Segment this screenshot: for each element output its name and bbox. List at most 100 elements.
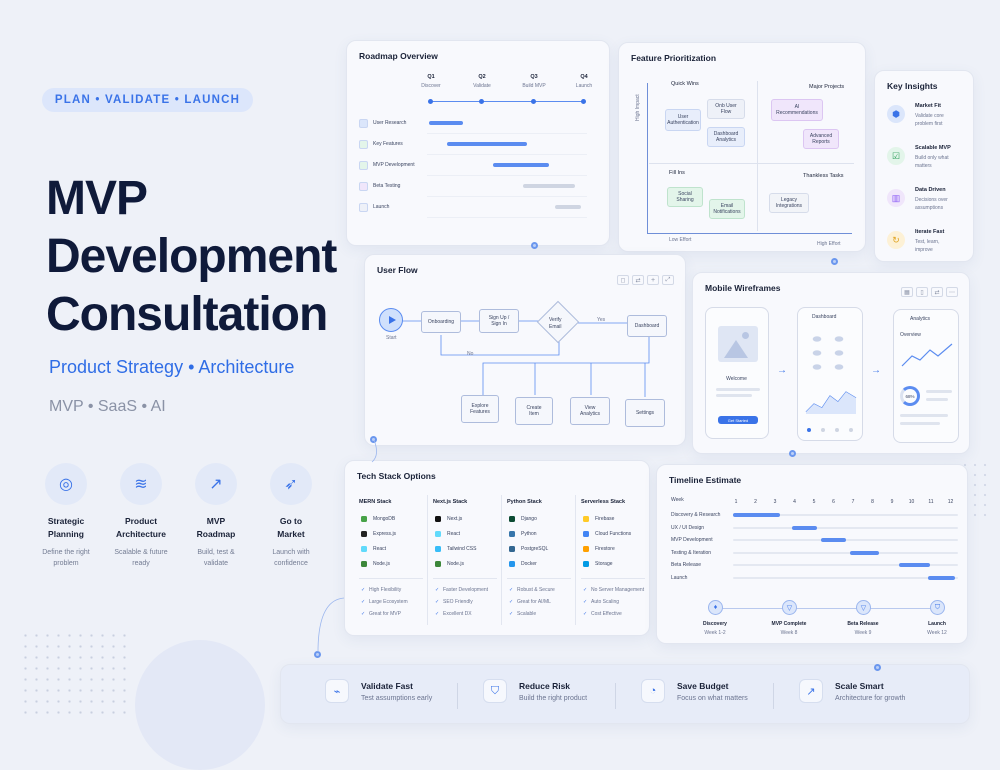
feature-circle[interactable]: ↗ [195,463,237,505]
tech-logo-icon [583,531,589,537]
stack-name: Next.js Stack [433,499,468,505]
layers-icon: ≋ [134,476,148,493]
tech-item[interactable]: Cloud Functions [595,531,632,537]
tech-item[interactable]: React [373,546,387,552]
dot-grid [20,630,130,720]
get-started-button[interactable]: Get Started [718,416,758,424]
tech-logo-icon [361,516,367,522]
feature-circle[interactable]: ≋ [120,463,162,505]
timeline-bar[interactable] [898,563,930,567]
bottom-nav[interactable] [802,426,858,434]
toolbar-more-icon[interactable]: ⋯ [946,287,958,297]
tech-item[interactable]: MongoDB [373,516,396,522]
dashboard-screen-title: Dashboard [812,314,837,320]
tech-item[interactable]: Python [521,531,537,537]
timeline-bar[interactable] [850,550,880,555]
connector-dot [531,242,538,249]
tech-logo-icon [509,561,515,567]
tech-item[interactable]: Express.js [373,531,397,537]
feature-circle[interactable]: ➶ [270,463,312,505]
benefit-title: Reduce Risk [519,681,571,691]
settings-node[interactable]: Settings [625,399,665,427]
roadmap-bar[interactable] [523,184,575,188]
check-icon: ✓ [509,599,514,605]
tech-item[interactable]: React [447,531,461,537]
roadmap-bar[interactable] [447,142,527,146]
check-icon: ✓ [435,611,440,617]
roadmap-bar[interactable] [555,205,581,209]
rocket-icon: ➶ [284,476,298,493]
overview-label: Overview [900,332,921,338]
tech-item[interactable]: Tailwind CSS [447,546,477,552]
arrow-icon: → [871,365,881,376]
tech-item[interactable]: Node.js [447,561,464,567]
week-number: 5 [812,499,816,505]
tech-item[interactable]: PostgreSQL [521,546,549,552]
toolbar-expand-icon[interactable]: ⤢ [662,275,674,285]
placeholder-line [900,422,940,425]
stack-benefit: Excellent DX [443,611,472,617]
check-icon: ✓ [509,611,514,617]
milestone-icon[interactable]: ▽ [856,600,871,615]
checklist-icon: ☑ [887,147,905,165]
toolbar-link-icon[interactable]: ⇄ [632,275,644,285]
toolbar-link-icon[interactable]: ⇄ [931,287,943,297]
roadmap-row-label: Beta Testing [373,183,401,189]
tech-item[interactable]: Node.js [373,561,390,567]
tech-item[interactable]: Storage [595,561,613,567]
week-number: 9 [890,499,894,505]
tech-item[interactable]: Docker [521,561,537,567]
toolbar-add-icon[interactable]: + [647,275,659,285]
timeline-track [733,564,958,566]
analytics-line-chart [901,343,953,367]
roadmap-row-icon [359,182,368,191]
tech-item[interactable]: Firestore [595,546,615,552]
milestone-icon[interactable]: ♦ [708,600,723,615]
milestone-icon[interactable]: ▽ [782,600,797,615]
toolbar-grid-icon[interactable]: ▦ [901,287,913,297]
roadmap-bar[interactable] [493,163,549,167]
check-icon: ✓ [583,587,588,593]
tech-item[interactable]: Firebase [595,516,615,522]
milestone-name: Launch [928,621,946,627]
tech-logo-icon [509,516,515,522]
quarter-label: Q3 [530,74,538,80]
roadmap-bar[interactable] [429,121,463,125]
placeholder-line [926,398,948,401]
feature-circle[interactable]: ◎ [45,463,87,505]
signup-node[interactable]: Sign Up /Sign In [479,309,519,333]
tech-item[interactable]: Next.js [447,516,463,522]
wireframes-toolbar: ▦ ▯ ⇄ ⋯ [901,287,958,297]
column-divider [427,495,428,625]
toolbar-phone-icon[interactable]: ▯ [916,287,928,297]
toolbar-box-icon[interactable]: ◻ [617,275,629,285]
timeline-bar[interactable] [928,575,956,580]
connector-dot [874,664,881,671]
benefit-desc: Build the right product [519,695,588,702]
insight-desc: Test, learn,improve [915,239,940,253]
target-icon: ◎ [59,476,73,493]
tech-item[interactable]: Django [521,516,537,522]
stack-benefit: Faster Development [443,587,489,593]
roadmap-row-icon [359,203,368,212]
timeline-bar[interactable] [791,525,817,530]
milestone-icon[interactable]: ⛉ [930,600,945,615]
start-node[interactable] [379,308,403,332]
onboarding-node[interactable]: Onboarding [421,311,461,333]
timeline-bar[interactable] [733,513,780,517]
dashboard-node[interactable]: Dashboard [627,315,667,337]
timeline-bar[interactable] [820,538,847,542]
